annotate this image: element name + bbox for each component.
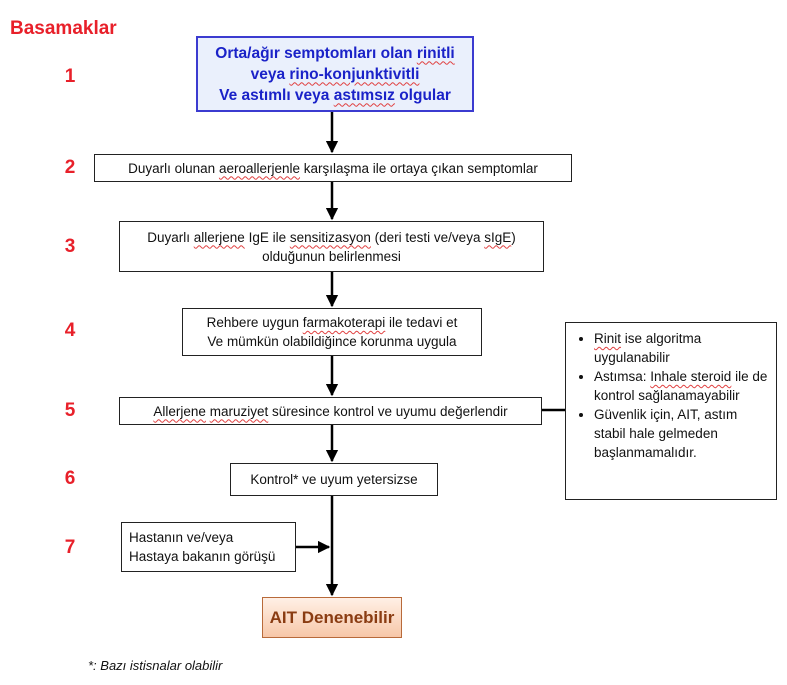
step-number-1: 1 [64,66,76,87]
step-4-box: Rehbere uygun farmakoterapi ile tedavi e… [182,308,482,356]
step-6-box: Kontrol* ve uyum yetersizse [230,463,438,496]
step-number-5: 5 [64,400,76,421]
step-number-2: 2 [64,157,76,178]
step-number-7: 7 [64,537,76,558]
side-note-item-1: Rinit ise algoritma uygulanabilir [594,329,770,367]
step-2-box: Duyarlı olunan aeroallerjenle karşılaşma… [94,154,572,182]
start-box-line-1: Orta/ağır semptomları olan rinitli [215,44,455,62]
step-7-box: Hastanın ve/veya Hastaya bakanın görüşü [121,522,296,572]
side-note-item-3: Güvenlik için, AIT, astım stabil hale ge… [594,405,770,462]
step-3-box: Duyarlı allerjene IgE ile sensitizasyon … [119,221,544,272]
start-box-line-3: Ve astımlı veya astımsız olgular [219,86,451,104]
side-note-box: Rinit ise algoritma uygulanabilir Astıms… [565,322,777,500]
side-note-item-2: Astımsa: Inhale steroid ile de kontrol s… [594,367,770,405]
step-number-3: 3 [64,236,76,257]
step-number-6: 6 [64,468,76,489]
start-box-line-2: veya rino-konjunktivitli [250,65,420,83]
diagram-title: Basamaklar [10,18,117,39]
footnote: *: Bazı istisnalar olabilir [88,658,223,673]
end-box-ait: AIT Denenebilir [262,597,402,638]
step-5-box: Allerjene maruziyet süresince kontrol ve… [119,397,542,425]
step-number-4: 4 [64,320,76,341]
start-box: Orta/ağır semptomları olan rinitli veya … [196,36,474,112]
